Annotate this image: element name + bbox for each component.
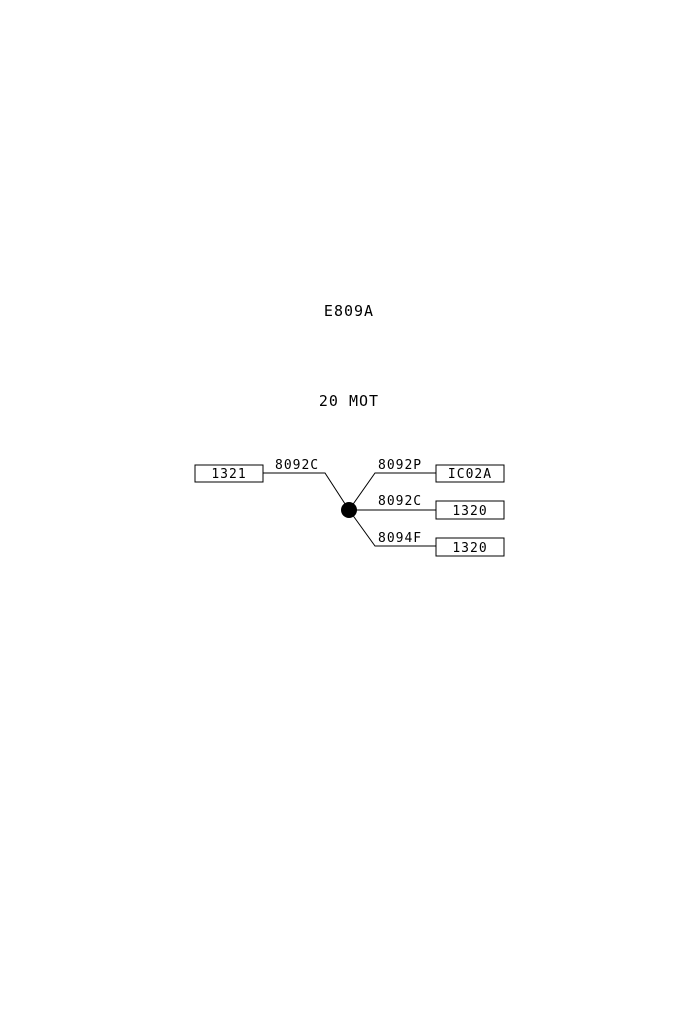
connector-label: 1320 [452,504,487,519]
output-branch: 8094F 1320 [348,509,505,557]
wire-label: 8094F [378,531,422,546]
connector-box [435,537,505,557]
wire-label: 8092P [378,458,422,473]
splice-title: E809A [324,302,374,320]
wire [348,472,436,511]
wire-label: 8092C [275,458,319,473]
output-branch: 8092P IC02A [348,458,505,511]
wire-label: 8092C [378,494,422,509]
wire [348,509,436,547]
connector-box [435,500,505,520]
splice-subtitle: 20 MOT [319,392,379,410]
output-branch: 8092C 1320 [349,494,505,520]
connector-label: IC02A [448,467,492,482]
connector-label: 1321 [211,467,246,482]
connector-box [435,464,505,483]
connector-label: 1320 [452,541,487,556]
wire [263,472,350,511]
input-branch: 1321 8092C [194,458,350,511]
